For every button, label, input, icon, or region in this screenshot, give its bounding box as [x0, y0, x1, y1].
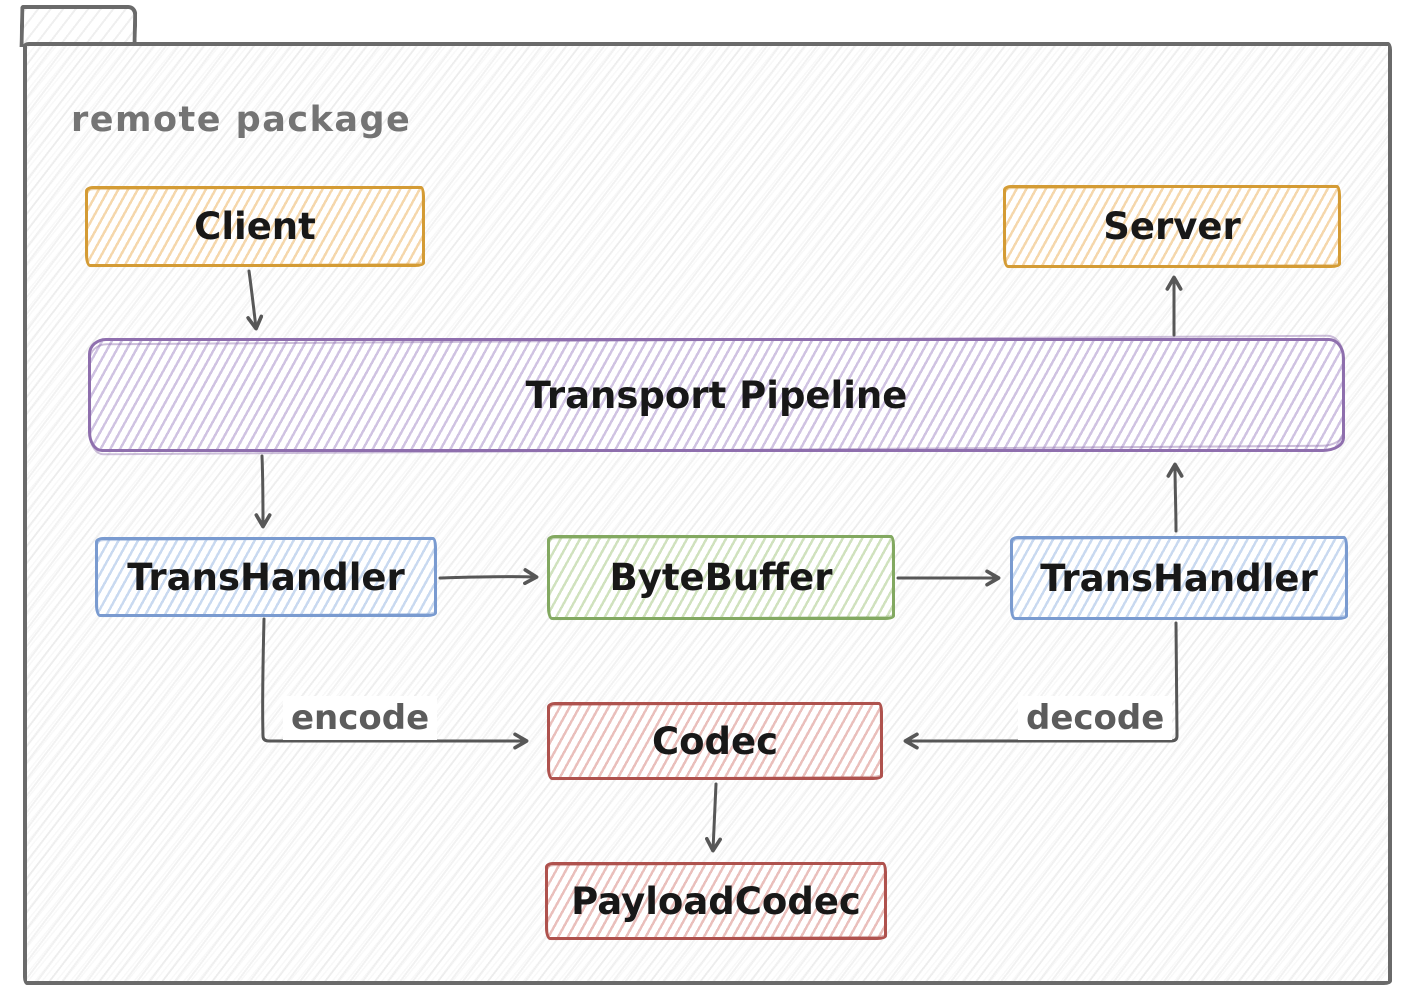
node-transport-pipeline[interactable]: Transport Pipeline	[88, 338, 1345, 452]
node-label: TransHandler	[1040, 556, 1318, 600]
package-folder-tab	[19, 5, 138, 47]
node-label: Server	[1103, 205, 1241, 248]
node-label: TransHandler	[127, 555, 405, 599]
node-byte-buffer[interactable]: ByteBuffer	[547, 535, 895, 620]
node-label: ByteBuffer	[609, 556, 833, 599]
node-server[interactable]: Server	[1003, 185, 1341, 268]
node-codec[interactable]: Codec	[547, 702, 883, 780]
node-label: Transport Pipeline	[525, 373, 908, 417]
node-trans-handler-client[interactable]: TransHandler	[95, 537, 437, 617]
node-label: PayloadCodec	[571, 879, 861, 923]
node-client[interactable]: Client	[85, 186, 425, 267]
edge-label-decode[interactable]: decode	[1018, 696, 1173, 740]
edge-label-encode[interactable]: encode	[283, 696, 438, 740]
node-payload-codec[interactable]: PayloadCodec	[545, 862, 887, 940]
package-folder-body	[23, 42, 1392, 985]
node-label: Codec	[651, 719, 779, 763]
node-label: Client	[194, 205, 316, 248]
node-trans-handler-server[interactable]: TransHandler	[1010, 536, 1348, 620]
package-title: remote package	[71, 100, 412, 140]
